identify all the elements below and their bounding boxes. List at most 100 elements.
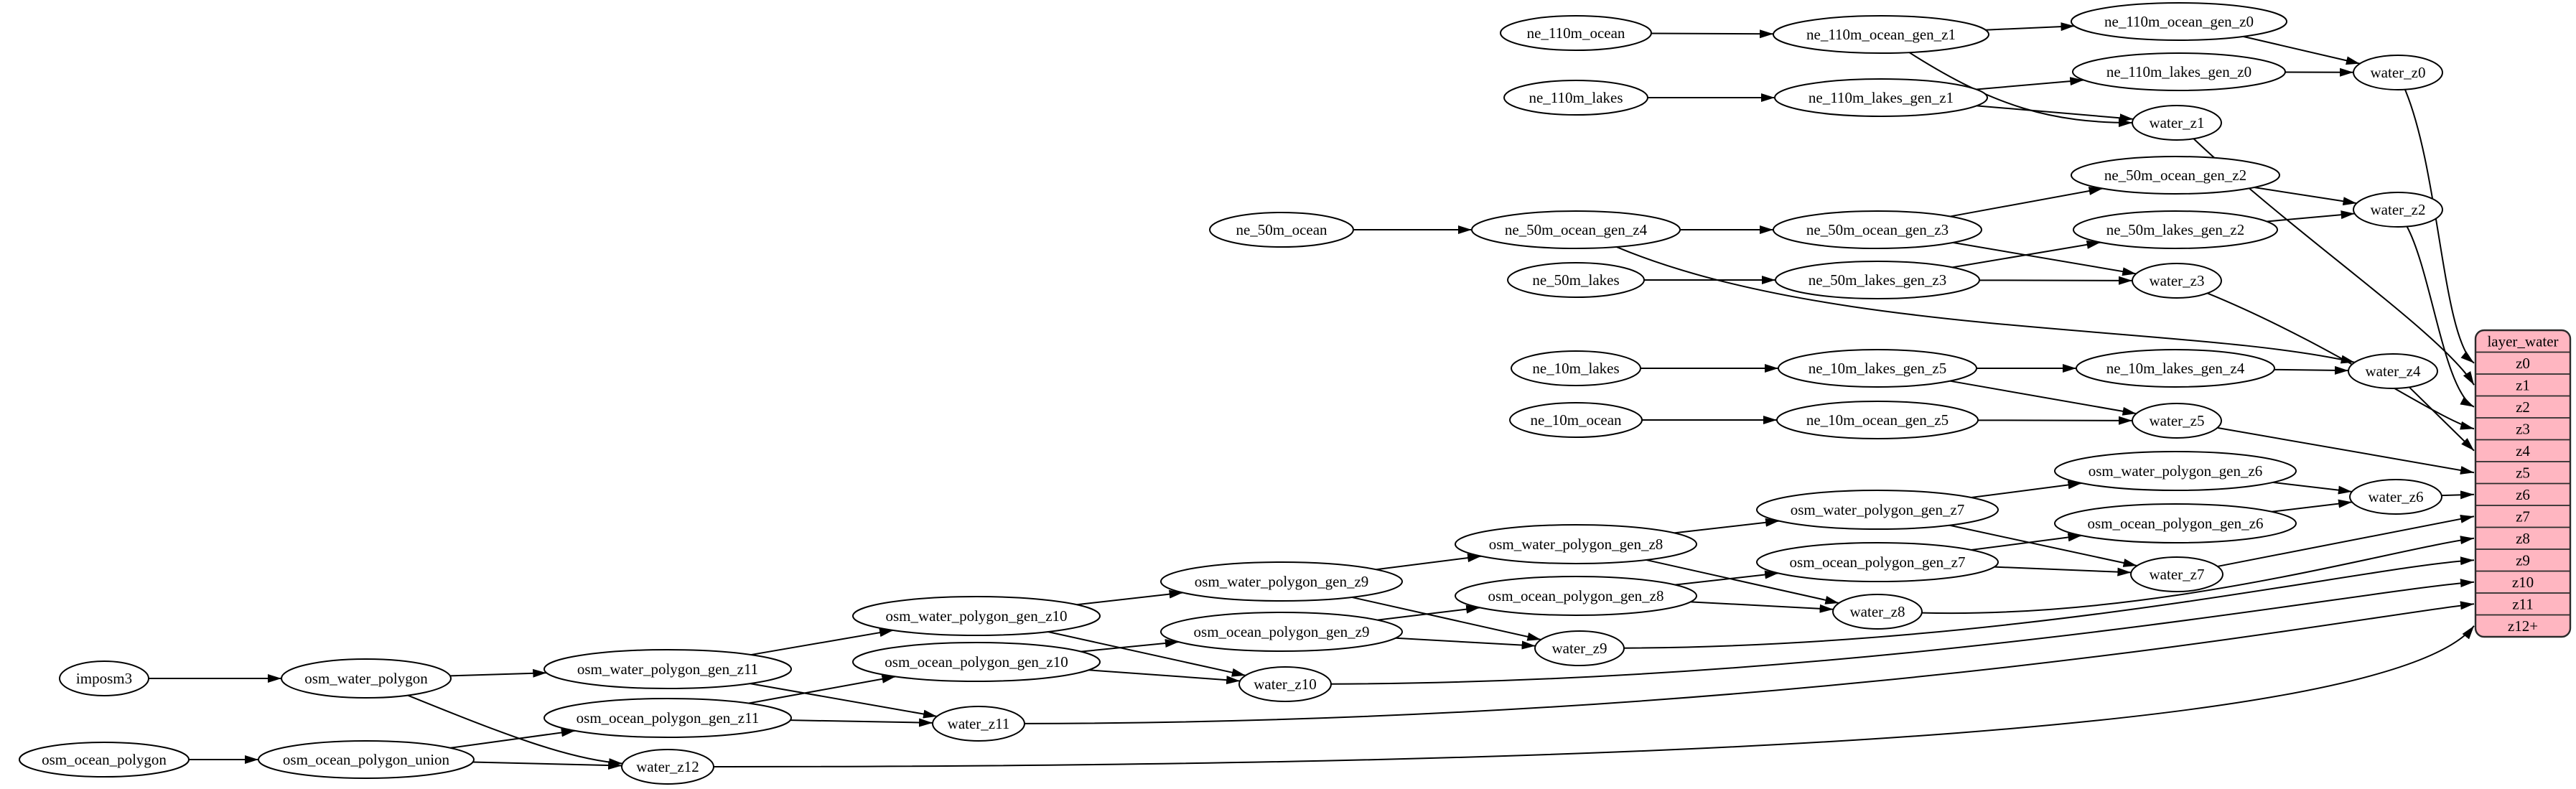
node-label-ne-50m-ocean-gen-z4: ne_50m_ocean_gen_z4 — [1505, 221, 1648, 238]
edge-osm-ocean-polygon-gen-z8-to-water-z8 — [1690, 601, 1834, 613]
node-ellipse-osm-ocean-polygon-union — [258, 740, 475, 779]
node-label-water-z9: water_z9 — [1552, 640, 1607, 657]
node-ellipse-ne-110m-ocean-gen-z0 — [2071, 2, 2287, 41]
node-ellipse-osm-ocean-polygon-gen-z8 — [1455, 576, 1697, 616]
edge-osm-ocean-polygon-gen-z10-to-osm-ocean-polygon-gen-z9 — [1081, 639, 1179, 653]
node-label-ne-110m-ocean-gen-z0: ne_110m_ocean_gen_z0 — [2104, 13, 2254, 30]
node-label-ne-50m-lakes-gen-z3: ne_50m_lakes_gen_z3 — [1809, 271, 1946, 289]
node-label-water-z1: water_z1 — [2150, 114, 2205, 131]
node-label-osm-water-polygon-gen-z9: osm_water_polygon_gen_z9 — [1195, 573, 1369, 590]
edge-osm-water-polygon-gen-z10-to-osm-water-polygon-gen-z9 — [1076, 589, 1183, 606]
node-ellipse-osm-water-polygon — [281, 658, 452, 699]
node-ellipse-osm-ocean-polygon-gen-z9 — [1160, 612, 1403, 652]
node-ellipse-osm-ocean-polygon — [19, 742, 190, 778]
node-label-ne-110m-lakes-gen-z1: ne_110m_lakes_gen_z1 — [1809, 89, 1954, 106]
node-ellipse-osm-water-polygon-gen-z11 — [543, 649, 792, 689]
node-label-osm-ocean-polygon-gen-z7: osm_ocean_polygon_gen_z7 — [1790, 554, 1966, 571]
edge-osm-water-polygon-to-water-z12 — [407, 694, 623, 767]
node-label-ne-110m-lakes-gen-z0: ne_110m_lakes_gen_z0 — [2106, 63, 2251, 80]
edge-osm-water-polygon-gen-z8-to-osm-water-polygon-gen-z7 — [1674, 518, 1780, 534]
edge-osm-water-polygon-gen-z9-to-water-z9 — [1351, 596, 1541, 641]
node-ellipse-osm-ocean-polygon-gen-z10 — [852, 642, 1101, 682]
edge-ne-10m-ocean-gen-z5-to-water-z5 — [1977, 416, 2133, 425]
node-ellipse-ne-50m-lakes — [1507, 262, 1645, 298]
table-row-z4: z4 — [2516, 442, 2530, 459]
node-label-osm-water-polygon-gen-z11: osm_water_polygon_gen_z11 — [577, 660, 758, 678]
node-ellipse-water-z11 — [932, 706, 1025, 742]
edge-ne-50m-ocean-gen-z4-to-water-z4 — [1616, 246, 2355, 364]
node-ellipse-water-z8 — [1832, 594, 1923, 630]
edge-osm-water-polygon-to-osm-water-polygon-gen-z11 — [449, 668, 547, 678]
node-ellipse-ne-50m-ocean-gen-z4 — [1471, 210, 1681, 249]
node-label-osm-water-polygon: osm_water_polygon — [304, 670, 428, 687]
edge-water-z7-to-layer-water-z7 — [2217, 514, 2475, 567]
node-ellipse-ne-10m-lakes-gen-z4 — [2076, 349, 2275, 388]
node-label-ne-110m-ocean-gen-z1: ne_110m_ocean_gen_z1 — [1806, 26, 1956, 43]
node-label-osm-ocean-polygon-gen-z10: osm_ocean_polygon_gen_z10 — [885, 653, 1068, 671]
table-header-layer-water: layer_water — [2487, 332, 2558, 350]
node-ellipse-ne-10m-ocean-gen-z5 — [1776, 401, 1979, 439]
node-label-water-z12: water_z12 — [636, 758, 699, 775]
node-label-osm-ocean-polygon-gen-z9: osm_ocean_polygon_gen_z9 — [1194, 623, 1370, 640]
edge-water-z12-to-layer-water-z12 — [713, 625, 2475, 767]
node-label-ne-10m-lakes-gen-z4: ne_10m_lakes_gen_z4 — [2106, 360, 2245, 377]
table-row-z0: z0 — [2516, 355, 2530, 372]
node-ellipse-osm-ocean-polygon-gen-z6 — [2054, 503, 2297, 543]
edge-ne-110m-ocean-gen-z0-to-water-z0 — [2243, 35, 2361, 65]
edge-osm-ocean-polygon-gen-z8-to-osm-ocean-polygon-gen-z7 — [1674, 570, 1779, 586]
nodes-layer: ne_110m_ocean ne_110m_ocean_gen_z1 ne_110m… — [19, 2, 2443, 785]
edge-ne-50m-lakes-gen-z3-to-water-z3 — [1979, 276, 2133, 285]
node-ellipse-ne-50m-ocean — [1209, 212, 1354, 248]
edge-ne-50m-lakes-gen-z3-to-ne-50m-lakes-gen-z2 — [1952, 240, 2101, 269]
table-row-z5: z5 — [2516, 464, 2530, 481]
node-ellipse-water-z9 — [1534, 630, 1625, 666]
edge-ne-110m-ocean-gen-z1-to-ne-110m-ocean-gen-z0 — [1985, 22, 2075, 32]
node-ellipse-ne-110m-lakes — [1503, 80, 1648, 116]
node-label-water-z6: water_z6 — [2369, 488, 2424, 505]
node-label-ne-10m-ocean-gen-z5: ne_10m_ocean_gen_z5 — [1806, 411, 1949, 429]
node-label-ne-50m-ocean: ne_50m_ocean — [1236, 221, 1327, 238]
node-label-osm-water-polygon-gen-z8: osm_water_polygon_gen_z8 — [1489, 536, 1663, 553]
node-ellipse-water-z0 — [2353, 55, 2443, 90]
edge-ne-110m-ocean-to-ne-110m-ocean-gen-z1 — [1651, 29, 1774, 39]
table-row-z12: z12+ — [2508, 617, 2538, 635]
node-label-water-z5: water_z5 — [2150, 412, 2205, 429]
node-ellipse-ne-10m-lakes — [1511, 350, 1641, 386]
table-row-z11: z11 — [2512, 595, 2534, 612]
node-label-water-z3: water_z3 — [2150, 272, 2205, 289]
node-label-osm-water-polygon-gen-z7: osm_water_polygon_gen_z7 — [1791, 501, 1965, 518]
edge-osm-water-polygon-gen-z7-to-water-z7 — [1949, 524, 2137, 567]
edge-water-z10-to-layer-water-z10 — [1330, 579, 2475, 685]
node-label-water-z8: water_z8 — [1850, 603, 1905, 620]
node-ellipse-water-z10 — [1238, 666, 1332, 702]
node-label-water-z0: water_z0 — [2371, 64, 2426, 81]
node-label-ne-110m-lakes: ne_110m_lakes — [1529, 89, 1623, 106]
node-ellipse-water-z4 — [2348, 353, 2438, 389]
edge-osm-water-polygon-gen-z8-to-water-z8 — [1646, 559, 1839, 604]
node-label-ne-10m-lakes: ne_10m_lakes — [1532, 360, 1619, 377]
edge-osm-water-polygon-gen-z11-to-water-z11 — [750, 683, 938, 719]
node-ellipse-ne-110m-lakes-gen-z1 — [1774, 78, 1988, 117]
table-row-z2: z2 — [2516, 398, 2530, 416]
node-ellipse-water-z2 — [2353, 192, 2443, 228]
edge-osm-ocean-polygon-gen-z10-to-water-z10 — [1088, 669, 1241, 685]
edge-water-z8-to-layer-water-z8 — [1921, 536, 2475, 615]
node-label-water-z10: water_z10 — [1254, 676, 1316, 693]
node-label-osm-water-polygon-gen-z10: osm_water_polygon_gen_z10 — [885, 607, 1067, 625]
node-ellipse-ne-50m-ocean-gen-z3 — [1773, 210, 1982, 249]
table-row-z7: z7 — [2516, 508, 2530, 525]
node-label-osm-ocean-polygon-gen-z6: osm_ocean_polygon_gen_z6 — [2088, 515, 2264, 532]
node-label-water-z4: water_z4 — [2366, 363, 2421, 380]
edge-osm-water-polygon-gen-z11-to-osm-water-polygon-gen-z10 — [750, 628, 894, 656]
edge-water-z11-to-layer-water-z11 — [1024, 601, 2475, 724]
edge-ne-110m-ocean-gen-z1-to-water-z1 — [1908, 52, 2133, 127]
table-row-z10: z10 — [2512, 574, 2534, 591]
node-label-ne-110m-ocean: ne_110m_ocean — [1527, 24, 1625, 42]
edge-osm-water-polygon-gen-z9-to-osm-water-polygon-gen-z8 — [1376, 554, 1482, 571]
node-ellipse-ne-110m-lakes-gen-z0 — [2072, 52, 2286, 91]
edge-osm-water-polygon-gen-z10-to-water-z10 — [1047, 631, 1246, 677]
node-label-water-z11: water_z11 — [948, 715, 1010, 732]
node-ellipse-water-z12 — [621, 749, 714, 785]
